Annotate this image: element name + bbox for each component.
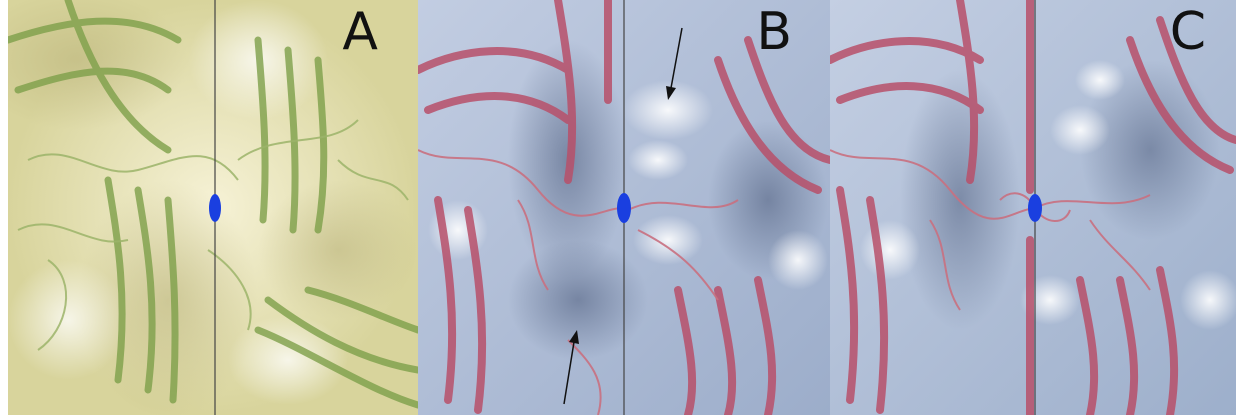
panel-b-axis-marker — [617, 193, 631, 223]
panel-label-b: B — [756, 6, 792, 58]
panel-b-rendering — [418, 0, 830, 415]
panel-a-axis-marker — [209, 194, 221, 222]
panel-c: C — [830, 0, 1236, 415]
panel-b: B — [418, 0, 830, 415]
panel-label-c: C — [1170, 6, 1206, 58]
panel-label-a: A — [342, 6, 378, 58]
panel-a: A — [8, 0, 418, 415]
panel-a-rendering — [8, 0, 418, 415]
panel-c-axis-marker — [1028, 194, 1042, 222]
panel-c-rendering — [830, 0, 1236, 415]
